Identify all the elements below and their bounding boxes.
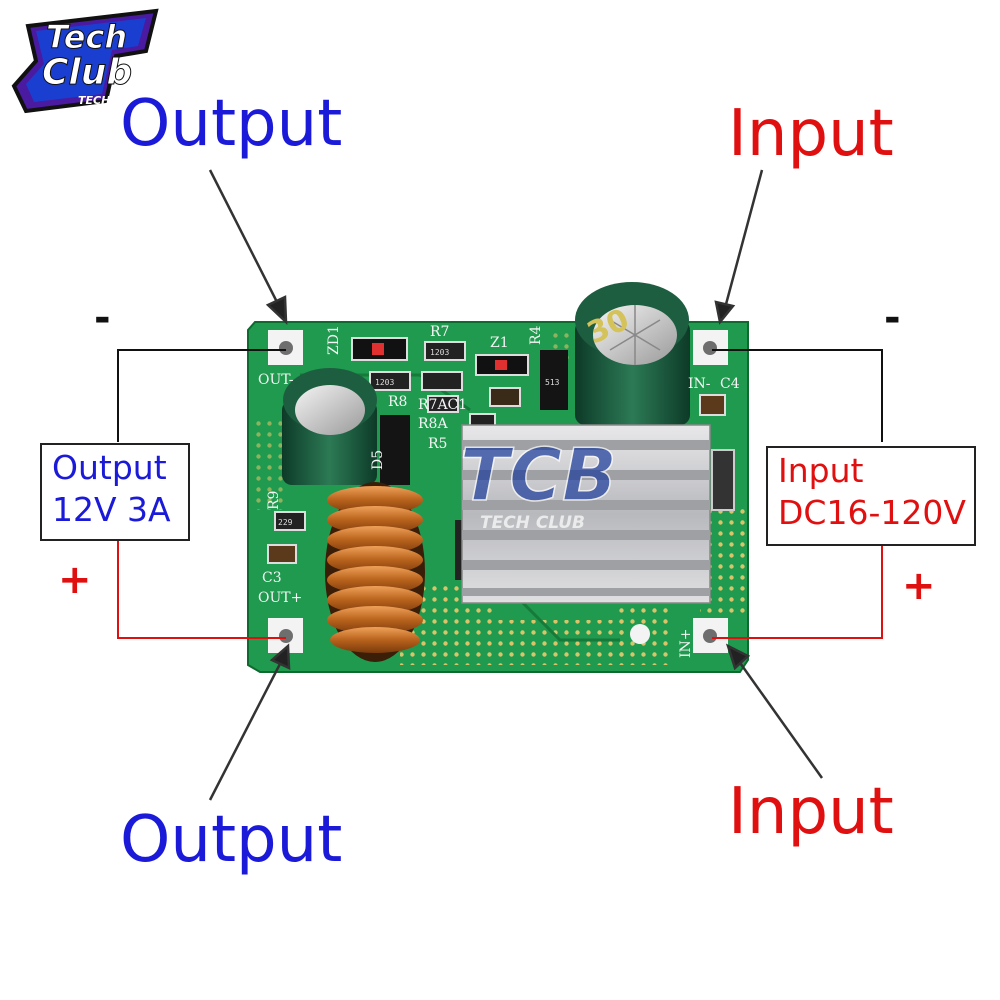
mount-hole [630,624,650,644]
smd-marking-2: 1203 [375,378,394,387]
arrow-output-top [208,169,282,309]
pad-in-minus [693,330,728,365]
silk-out-minus: OUT- [258,372,294,388]
output-spec-line2: 12V 3A [52,490,171,529]
silk-z1: Z1 [490,335,509,351]
tech-club-logo: Tech Club TECH CLUB [11,8,159,114]
label-output-top: Output [120,87,343,161]
pad-in-plus [693,618,728,653]
wire-input-positive [712,545,883,639]
smd-marking-1: 1203 [430,348,449,357]
silk-r8a: R8A [418,416,448,432]
sign-minus-left: - [94,295,111,341]
capacitor-small [282,368,377,485]
logo-text-techclub: TECH CLUB [78,94,146,107]
silk-out-plus: OUT+ [258,590,302,606]
input-spec-box: Input DC16-120V [766,446,976,546]
pointer-arrows [208,169,824,801]
output-spec-box: Output 12V 3A [40,443,190,541]
label-output-bottom: Output [120,803,343,877]
smd-marking-3: 229 [278,518,293,527]
wire-output-negative [117,349,286,442]
silk-d5: D5 [370,450,386,470]
input-spec-line1: Input [778,451,864,490]
arrow-input-bottom [736,659,824,779]
label-input-bottom: Input [728,775,894,849]
input-spec-line2: DC16-120V [778,493,966,532]
watermark-text: TECH CLUB [480,513,585,533]
logo-text-tech: Tech [46,18,127,56]
silk-r9: R9 [266,491,282,510]
logo-text-club: Club [42,52,132,93]
wire-output-positive [117,540,286,639]
silk-zd1: ZD1 [326,325,342,355]
silk-r8: R8 [388,394,407,410]
output-spec-line1: Output [52,448,167,487]
heatsink [461,424,711,604]
silk-r4: R4 [528,325,544,345]
svg-text:TCB: TCB [460,433,617,517]
watermark-logo: TCB TECH CLUB [459,432,617,533]
label-input-top: Input [728,97,894,171]
wire-input-negative [712,349,883,442]
pad-out-minus [268,330,303,365]
silk-r7ac1: R7AC1 [418,397,467,413]
inductor-coil [325,482,425,662]
smd-marking-4: 513 [545,378,560,387]
silk-r7: R7 [430,324,449,340]
sign-plus-right: + [902,563,936,609]
arrow-output-bottom [208,659,284,801]
silk-c4: C4 [720,376,740,392]
sign-plus-left: + [58,557,92,603]
silk-c3: C3 [262,570,282,586]
silk-r5: R5 [428,436,447,452]
silk-in-plus: IN+ [678,628,694,658]
sign-minus-right: - [884,295,901,341]
capacitor-large [575,282,690,425]
silk-in-minus: IN- [688,376,711,392]
smd-components [267,337,735,580]
arrow-input-top [723,169,764,309]
